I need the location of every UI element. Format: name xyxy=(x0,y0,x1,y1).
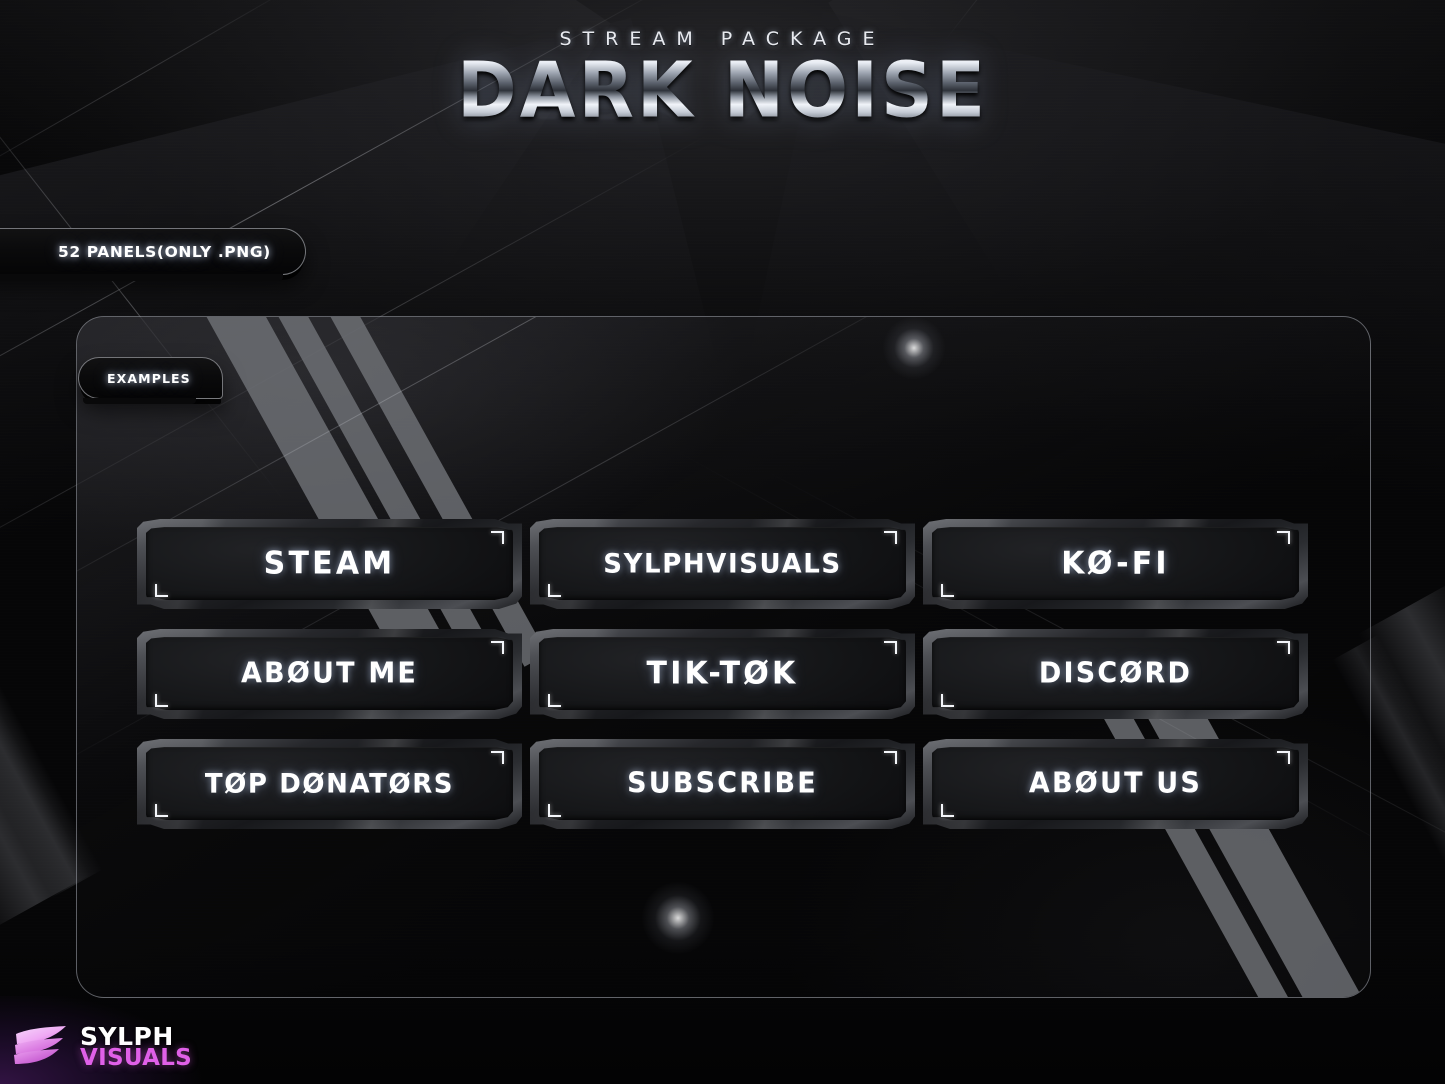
panel-about-me[interactable]: ABØUT ME xyxy=(137,629,522,719)
panel-label: TIK-TØK xyxy=(646,655,799,692)
corner-bracket-icon-tr xyxy=(1277,531,1290,544)
corner-bracket-icon-tr xyxy=(884,531,897,544)
panel-face: ABØUT ME xyxy=(146,637,513,710)
corner-bracket-icon-tr xyxy=(491,641,504,654)
panel-face: DISCØRD xyxy=(932,637,1299,710)
panel-label: SUBSCRIBE xyxy=(627,767,818,800)
panel-label: ABØUT US xyxy=(1028,767,1203,800)
corner-bracket-icon-bl xyxy=(941,804,954,817)
corner-bracket-icon-tr xyxy=(1277,641,1290,654)
panel-label: STEAM xyxy=(263,545,396,582)
corner-bracket-icon-bl xyxy=(548,804,561,817)
corner-bracket-icon-bl xyxy=(941,694,954,707)
panel-tik-tok[interactable]: TIK-TØK xyxy=(530,629,915,719)
brand-row: SYLPH VISUALS xyxy=(14,1024,192,1070)
sylph-wing-icon xyxy=(14,1026,66,1064)
corner-bracket-icon-bl xyxy=(548,584,561,597)
brand-logo: SYLPH VISUALS xyxy=(0,996,250,1084)
panel-grid: STEAM SYLPHVISUALS KØ-FI xyxy=(137,509,1308,839)
badge-examples[interactable]: EXAMPLES xyxy=(78,357,223,404)
corner-bracket-icon-tr xyxy=(884,641,897,654)
corner-bracket-icon-tr xyxy=(491,531,504,544)
brand-name-top: SYLPH xyxy=(80,1021,174,1051)
panel-label: TØP DØNATØRS xyxy=(204,767,455,800)
corner-bracket-icon-tr xyxy=(1277,751,1290,764)
panel-face: TIK-TØK xyxy=(539,637,906,710)
panel-label: KØ-FI xyxy=(1061,545,1170,582)
panel-ko-fi[interactable]: KØ-FI xyxy=(923,519,1308,609)
badge-panels-count-label: 52 PANELS(ONLY .PNG) xyxy=(58,242,271,261)
panel-label: SYLPHVISUALS xyxy=(603,547,842,580)
brand-name-bottom: VISUALS xyxy=(80,1044,193,1071)
brand-text: SYLPH VISUALS xyxy=(80,1021,193,1071)
panel-face: TØP DØNATØRS xyxy=(146,747,513,820)
panel-subscribe[interactable]: SUBSCRIBE xyxy=(530,739,915,829)
panel-discord[interactable]: DISCØRD xyxy=(923,629,1308,719)
panel-face: STEAM xyxy=(146,527,513,600)
panel-top-donators[interactable]: TØP DØNATØRS xyxy=(137,739,522,829)
badge-examples-label: EXAMPLES xyxy=(107,370,191,386)
panel-about-us[interactable]: ABØUT US xyxy=(923,739,1308,829)
corner-bracket-icon-bl xyxy=(155,584,168,597)
panel-label: ABØUT ME xyxy=(240,657,419,690)
panel-face: SYLPHVISUALS xyxy=(539,527,906,600)
panel-steam[interactable]: STEAM xyxy=(137,519,522,609)
panel-face: KØ-FI xyxy=(932,527,1299,600)
corner-bracket-icon-bl xyxy=(155,804,168,817)
corner-bracket-icon-tr xyxy=(884,751,897,764)
examples-container: STEAM SYLPHVISUALS KØ-FI xyxy=(76,316,1371,998)
corner-bracket-icon-bl xyxy=(155,694,168,707)
panel-face: SUBSCRIBE xyxy=(539,747,906,820)
corner-bracket-icon-bl xyxy=(941,584,954,597)
glow-dot-top xyxy=(883,317,945,379)
corner-bracket-icon-bl xyxy=(548,694,561,707)
corner-bracket-icon-tr xyxy=(491,751,504,764)
badge-panels-count[interactable]: 52 PANELS(ONLY .PNG) xyxy=(0,228,306,281)
glow-dot-bottom xyxy=(642,882,714,954)
panel-face: ABØUT US xyxy=(932,747,1299,820)
panel-label: DISCØRD xyxy=(1038,657,1193,690)
panel-sylphvisuals[interactable]: SYLPHVISUALS xyxy=(530,519,915,609)
